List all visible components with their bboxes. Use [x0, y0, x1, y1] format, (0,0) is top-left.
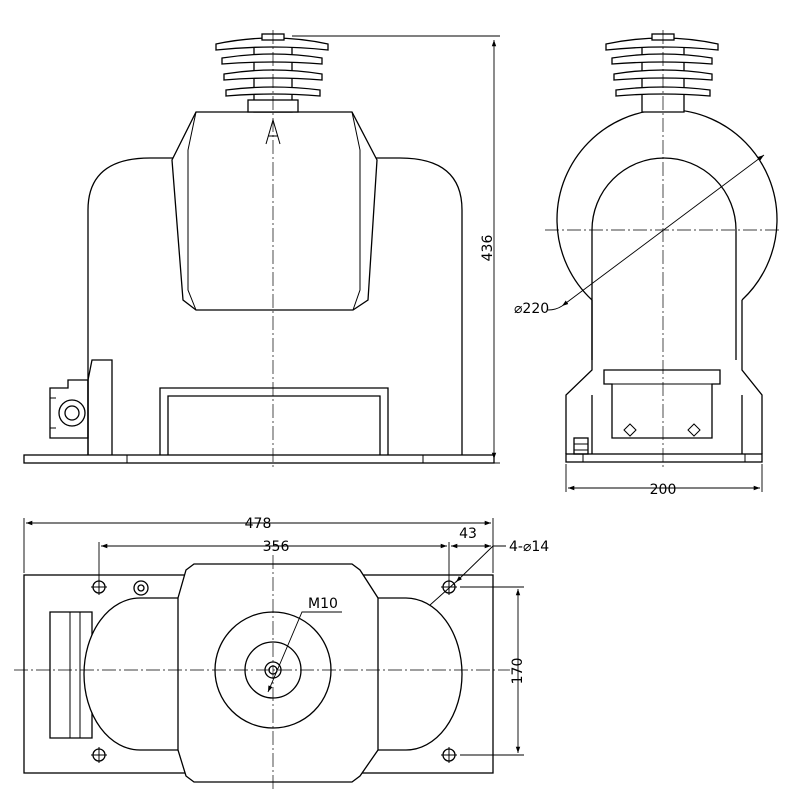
front-terminal-box [49, 359, 113, 455]
plan-length-label: 478 [245, 516, 272, 532]
side-ring-inner [591, 157, 737, 360]
side-bushing [605, 33, 719, 113]
front-bushing [215, 33, 329, 113]
side-diameter-label: ⌀220 [514, 301, 549, 317]
front-u-body [87, 157, 463, 455]
side-width-label: 200 [650, 482, 677, 498]
plan-holes-leader [455, 545, 506, 583]
front-view: A 436 [23, 30, 500, 470]
side-base-plate [565, 453, 763, 463]
plan-right-lobe [359, 597, 463, 751]
plan-center-block [177, 563, 379, 783]
plan-left-lobe [83, 597, 191, 751]
side-diameter-dim-line [561, 154, 765, 307]
plan-thread-label: M10 [308, 596, 338, 612]
side-view: ⌀220 200 [514, 30, 780, 498]
side-terminal-box [603, 369, 721, 439]
plan-edge-offset-label: 43 [459, 526, 477, 542]
side-ground-bolt [573, 437, 589, 455]
side-ring-outer [556, 108, 778, 301]
front-inner-window [159, 387, 389, 455]
plan-view: 478 356 43 4-⌀14 M10 170 [14, 516, 549, 792]
plan-thread-leader [267, 611, 342, 693]
plan-mounting-holes [91, 579, 457, 763]
plan-holes-label: 4-⌀14 [509, 539, 549, 555]
front-head-block [171, 111, 378, 311]
front-height-label: 436 [480, 235, 496, 262]
plan-hole-pitch-label: 170 [510, 658, 526, 685]
plan-hole-spacing-label: 356 [263, 539, 290, 555]
